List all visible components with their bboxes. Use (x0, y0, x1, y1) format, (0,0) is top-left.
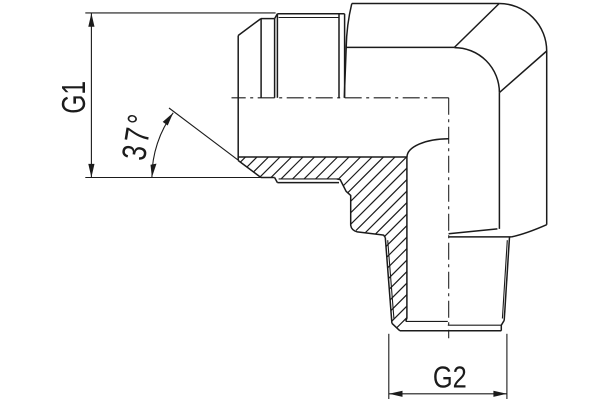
dimension-arrowheads (88, 13, 507, 397)
hatch-line (238, 157, 380, 331)
angle-arrow-bottom (150, 163, 157, 178)
hatch-line (238, 157, 407, 331)
hatch-line (238, 157, 407, 331)
g2-label: G2 (433, 360, 467, 395)
jic-chamfer-bottom (273, 177, 279, 183)
npt-crest-right (503, 236, 511, 321)
hatch-line (238, 157, 407, 331)
block-corner-diag-tl (453, 2, 500, 48)
hatch-line (238, 157, 392, 331)
block-left-edge (343, 3, 353, 98)
dimension-lines (85, 12, 508, 399)
npt-root-left (387, 240, 395, 319)
hatch-line (238, 157, 407, 331)
hatch-line (281, 157, 407, 331)
hatch-line (258, 157, 407, 331)
angle-label: 37° (115, 109, 160, 163)
hatch-line (238, 157, 403, 331)
hatch-line (269, 157, 407, 331)
g1-arrow-up (88, 13, 95, 27)
hatch-line (238, 157, 407, 331)
npt-root-right (501, 240, 508, 319)
hatch-line (238, 157, 407, 331)
npt-chamfer-left (391, 322, 401, 332)
bore-intersection-arc (406, 137, 449, 158)
block-corner-chamfer-br (511, 224, 548, 238)
hatch-line (238, 157, 407, 331)
angle-arrow-top (162, 112, 174, 126)
bore-left-wall (405, 157, 408, 322)
hatch-line (238, 157, 407, 331)
block-corner-diag-br (498, 50, 548, 94)
hatch-line (315, 157, 407, 331)
jic-cone-top (237, 17, 262, 37)
g1-label: G1 (57, 81, 93, 114)
block-inner-corner-arc (454, 46, 501, 93)
hatch-line (238, 157, 407, 331)
hatch-line (238, 157, 407, 331)
g1-arrow-down (88, 163, 95, 178)
block-outer-corner-arc (499, 2, 548, 52)
hatch-line (238, 157, 407, 331)
hatch-line (238, 157, 407, 331)
angle-flank-line (168, 107, 239, 161)
hatch-line (238, 157, 407, 331)
hatch-line (238, 157, 407, 331)
centerlines (231, 97, 450, 339)
body-outline (237, 2, 548, 332)
npt-crest-left (384, 237, 393, 324)
hatch-line (304, 157, 407, 331)
g2-arrow-right (493, 390, 507, 397)
block-face-diag-right (448, 228, 498, 235)
thread-runout-profile (336, 178, 386, 239)
jic-cone-bottom (237, 159, 262, 179)
hatch-line (238, 157, 407, 331)
hatch-line (238, 157, 407, 331)
npt-chamfer-right (500, 320, 505, 331)
hatch-line (238, 157, 407, 331)
g2-arrow-left (389, 390, 403, 397)
